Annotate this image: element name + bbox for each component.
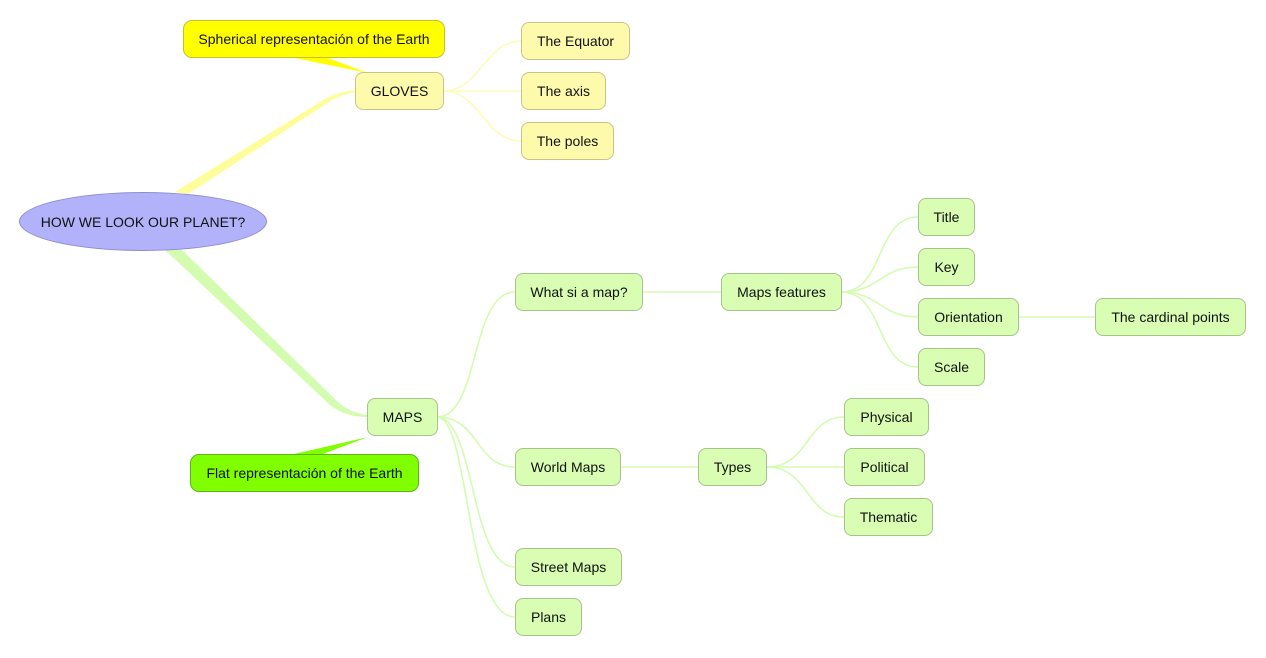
node-plans[interactable]: Plans	[515, 598, 582, 636]
link-maps-plans	[436, 416, 516, 618]
node-the-poles[interactable]: The poles	[521, 122, 614, 160]
callout-pointer-maps	[290, 437, 368, 455]
node-label: The poles	[536, 133, 599, 149]
node-what-is-a-map[interactable]: What si a map?	[515, 273, 643, 311]
root-label: HOW WE LOOK OUR PLANET?	[40, 213, 246, 230]
node-maps[interactable]: MAPS	[367, 398, 438, 436]
node-key[interactable]: Key	[918, 248, 975, 286]
node-label: Thematic	[859, 509, 918, 525]
callout-flat[interactable]: Flat representación of the Earth	[190, 454, 419, 492]
callout-pointer-gloves	[290, 57, 368, 73]
link-maps-streetmaps	[436, 416, 516, 568]
node-label: Key	[934, 259, 959, 275]
node-street-maps[interactable]: Street Maps	[515, 548, 622, 586]
node-label: The cardinal points	[1111, 309, 1230, 325]
node-the-cardinal-points[interactable]: The cardinal points	[1095, 298, 1246, 336]
node-label: Types	[713, 459, 752, 475]
link-maps-whatisamap	[436, 291, 516, 418]
node-the-equator[interactable]: The Equator	[521, 22, 630, 60]
node-label: What si a map?	[530, 284, 628, 300]
node-orientation[interactable]: Orientation	[918, 298, 1019, 336]
node-label: GLOVES	[370, 83, 429, 99]
link-features-title	[840, 216, 919, 293]
node-label: World Maps	[530, 459, 606, 475]
node-label: Political	[860, 459, 909, 475]
link-root-maps	[165, 250, 368, 417]
node-label: Physical	[860, 409, 913, 425]
callout-label: Flat representación of the Earth	[206, 465, 403, 481]
node-thematic[interactable]: Thematic	[844, 498, 933, 536]
node-label: Plans	[530, 609, 567, 625]
link-features-orientation	[840, 291, 919, 318]
node-title[interactable]: Title	[918, 198, 975, 236]
node-types[interactable]: Types	[698, 448, 767, 486]
link-gloves-equator	[442, 40, 522, 92]
node-gloves[interactable]: GLOVES	[355, 72, 444, 110]
node-label: Orientation	[934, 309, 1003, 325]
link-maps-worldmaps	[436, 416, 516, 468]
node-world-maps[interactable]: World Maps	[515, 448, 621, 486]
root-node[interactable]: HOW WE LOOK OUR PLANET?	[19, 192, 267, 251]
node-label: Street Maps	[530, 559, 607, 575]
link-root-gloves	[175, 90, 356, 194]
node-label: Maps features	[737, 284, 826, 300]
link-types-thematic	[765, 466, 845, 518]
node-the-axis[interactable]: The axis	[521, 72, 606, 110]
link-features-scale	[840, 291, 919, 368]
link-features-key	[840, 266, 919, 293]
node-physical[interactable]: Physical	[844, 398, 929, 436]
node-label: The axis	[537, 83, 590, 99]
node-label: Scale	[933, 359, 970, 375]
node-scale[interactable]: Scale	[918, 348, 985, 386]
link-gloves-poles	[442, 90, 522, 142]
callout-label: Spherical representación of the Earth	[198, 31, 430, 47]
callout-spherical[interactable]: Spherical representación of the Earth	[183, 20, 445, 58]
node-label: MAPS	[382, 409, 423, 425]
link-types-physical	[765, 416, 845, 468]
node-label: The Equator	[536, 33, 615, 49]
node-maps-features[interactable]: Maps features	[721, 273, 842, 311]
node-label: Title	[933, 209, 960, 225]
node-political[interactable]: Political	[844, 448, 925, 486]
